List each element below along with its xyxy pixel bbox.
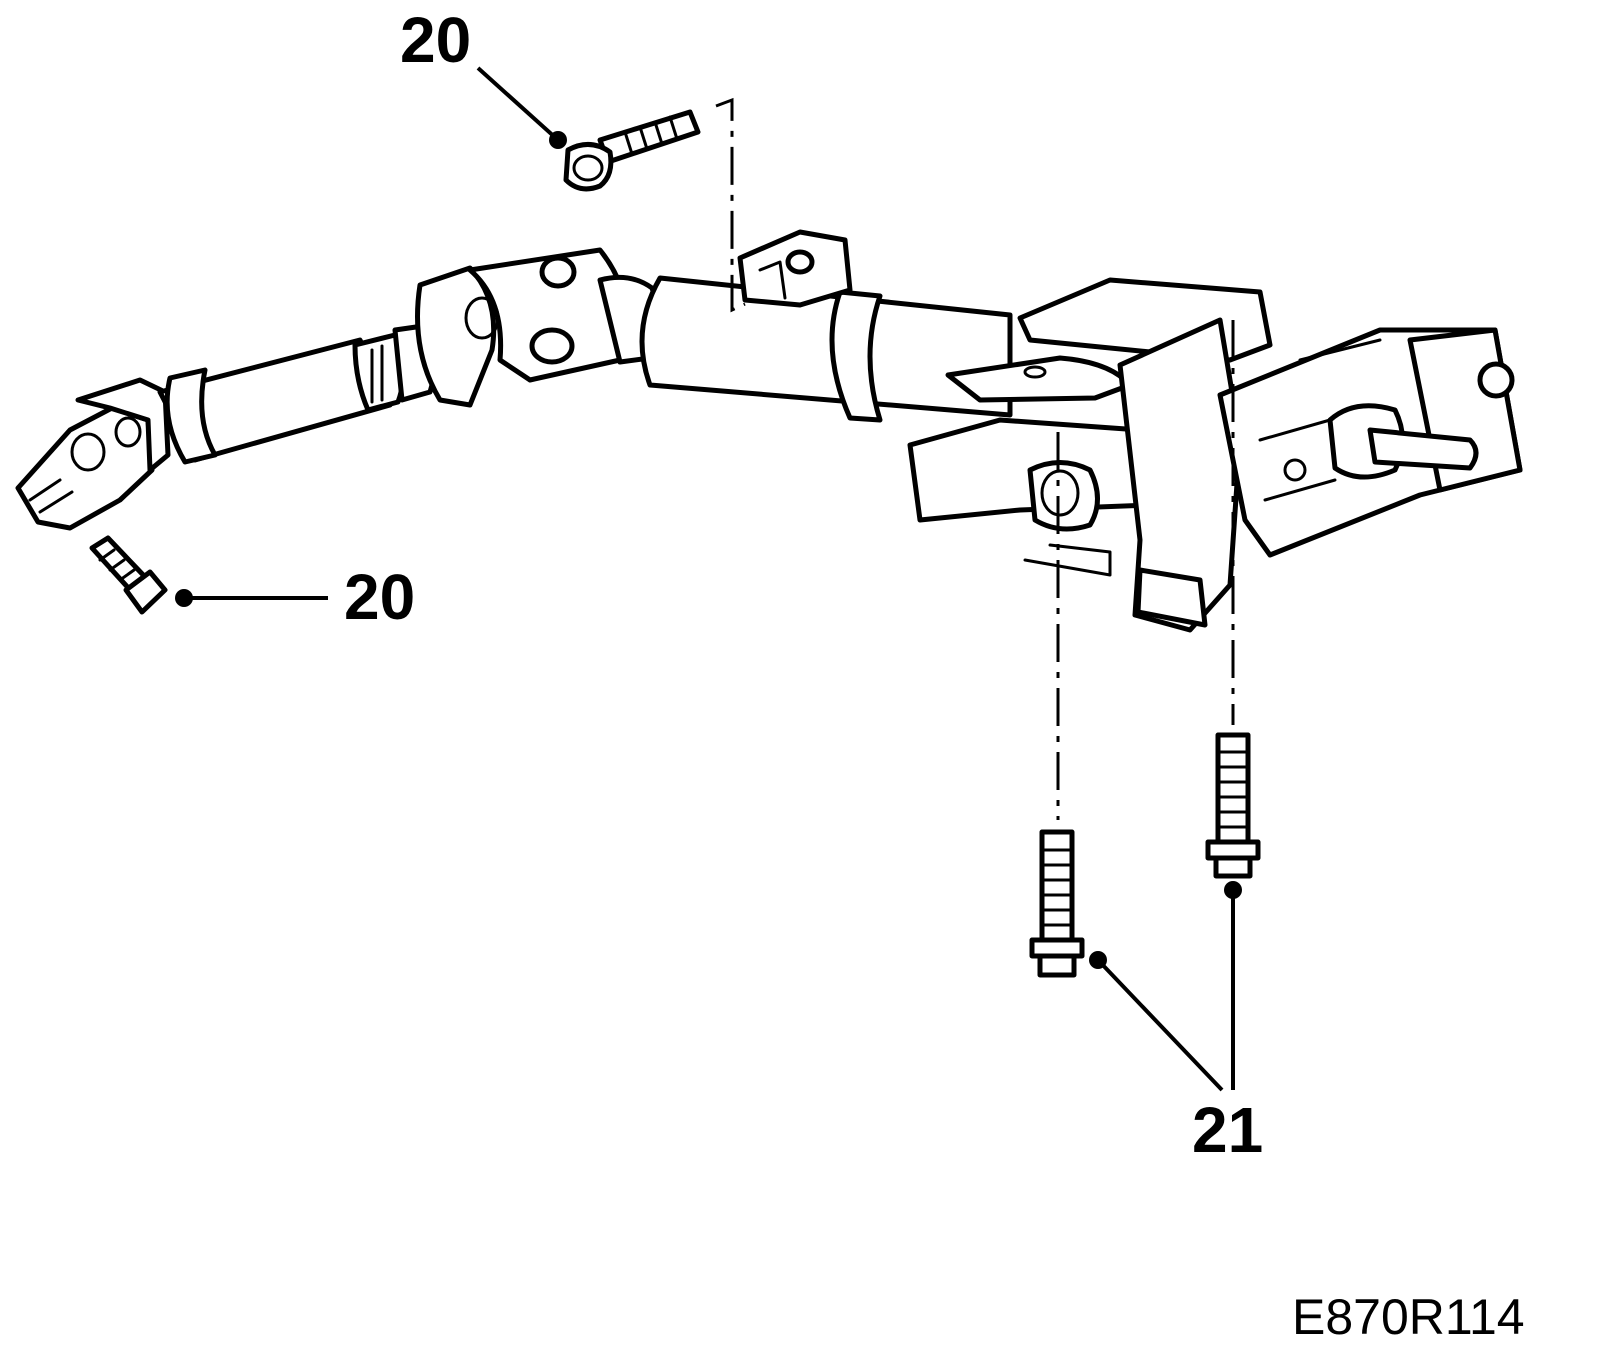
leader-lines bbox=[175, 66, 1242, 1092]
lower-universal-joint bbox=[15, 377, 171, 531]
figure-code: E870R114 bbox=[1292, 1289, 1525, 1345]
column-jacket-tube bbox=[639, 229, 1013, 423]
steering-lock-housing bbox=[1217, 327, 1523, 558]
lower-intermediate-shaft bbox=[157, 322, 438, 465]
callout-20-left: 20 bbox=[344, 561, 416, 633]
bolt-21-right bbox=[1205, 732, 1261, 879]
column-mounting-bracket bbox=[907, 277, 1273, 633]
bolt-21-left bbox=[1029, 829, 1085, 978]
bolt-20-lower bbox=[89, 535, 168, 615]
upper-universal-joint bbox=[415, 247, 661, 408]
bolt-20-upper bbox=[563, 109, 701, 192]
alignment-lines bbox=[715, 97, 1235, 820]
callout-21: 21 bbox=[1192, 1094, 1264, 1166]
callout-20-top: 20 bbox=[400, 4, 472, 76]
